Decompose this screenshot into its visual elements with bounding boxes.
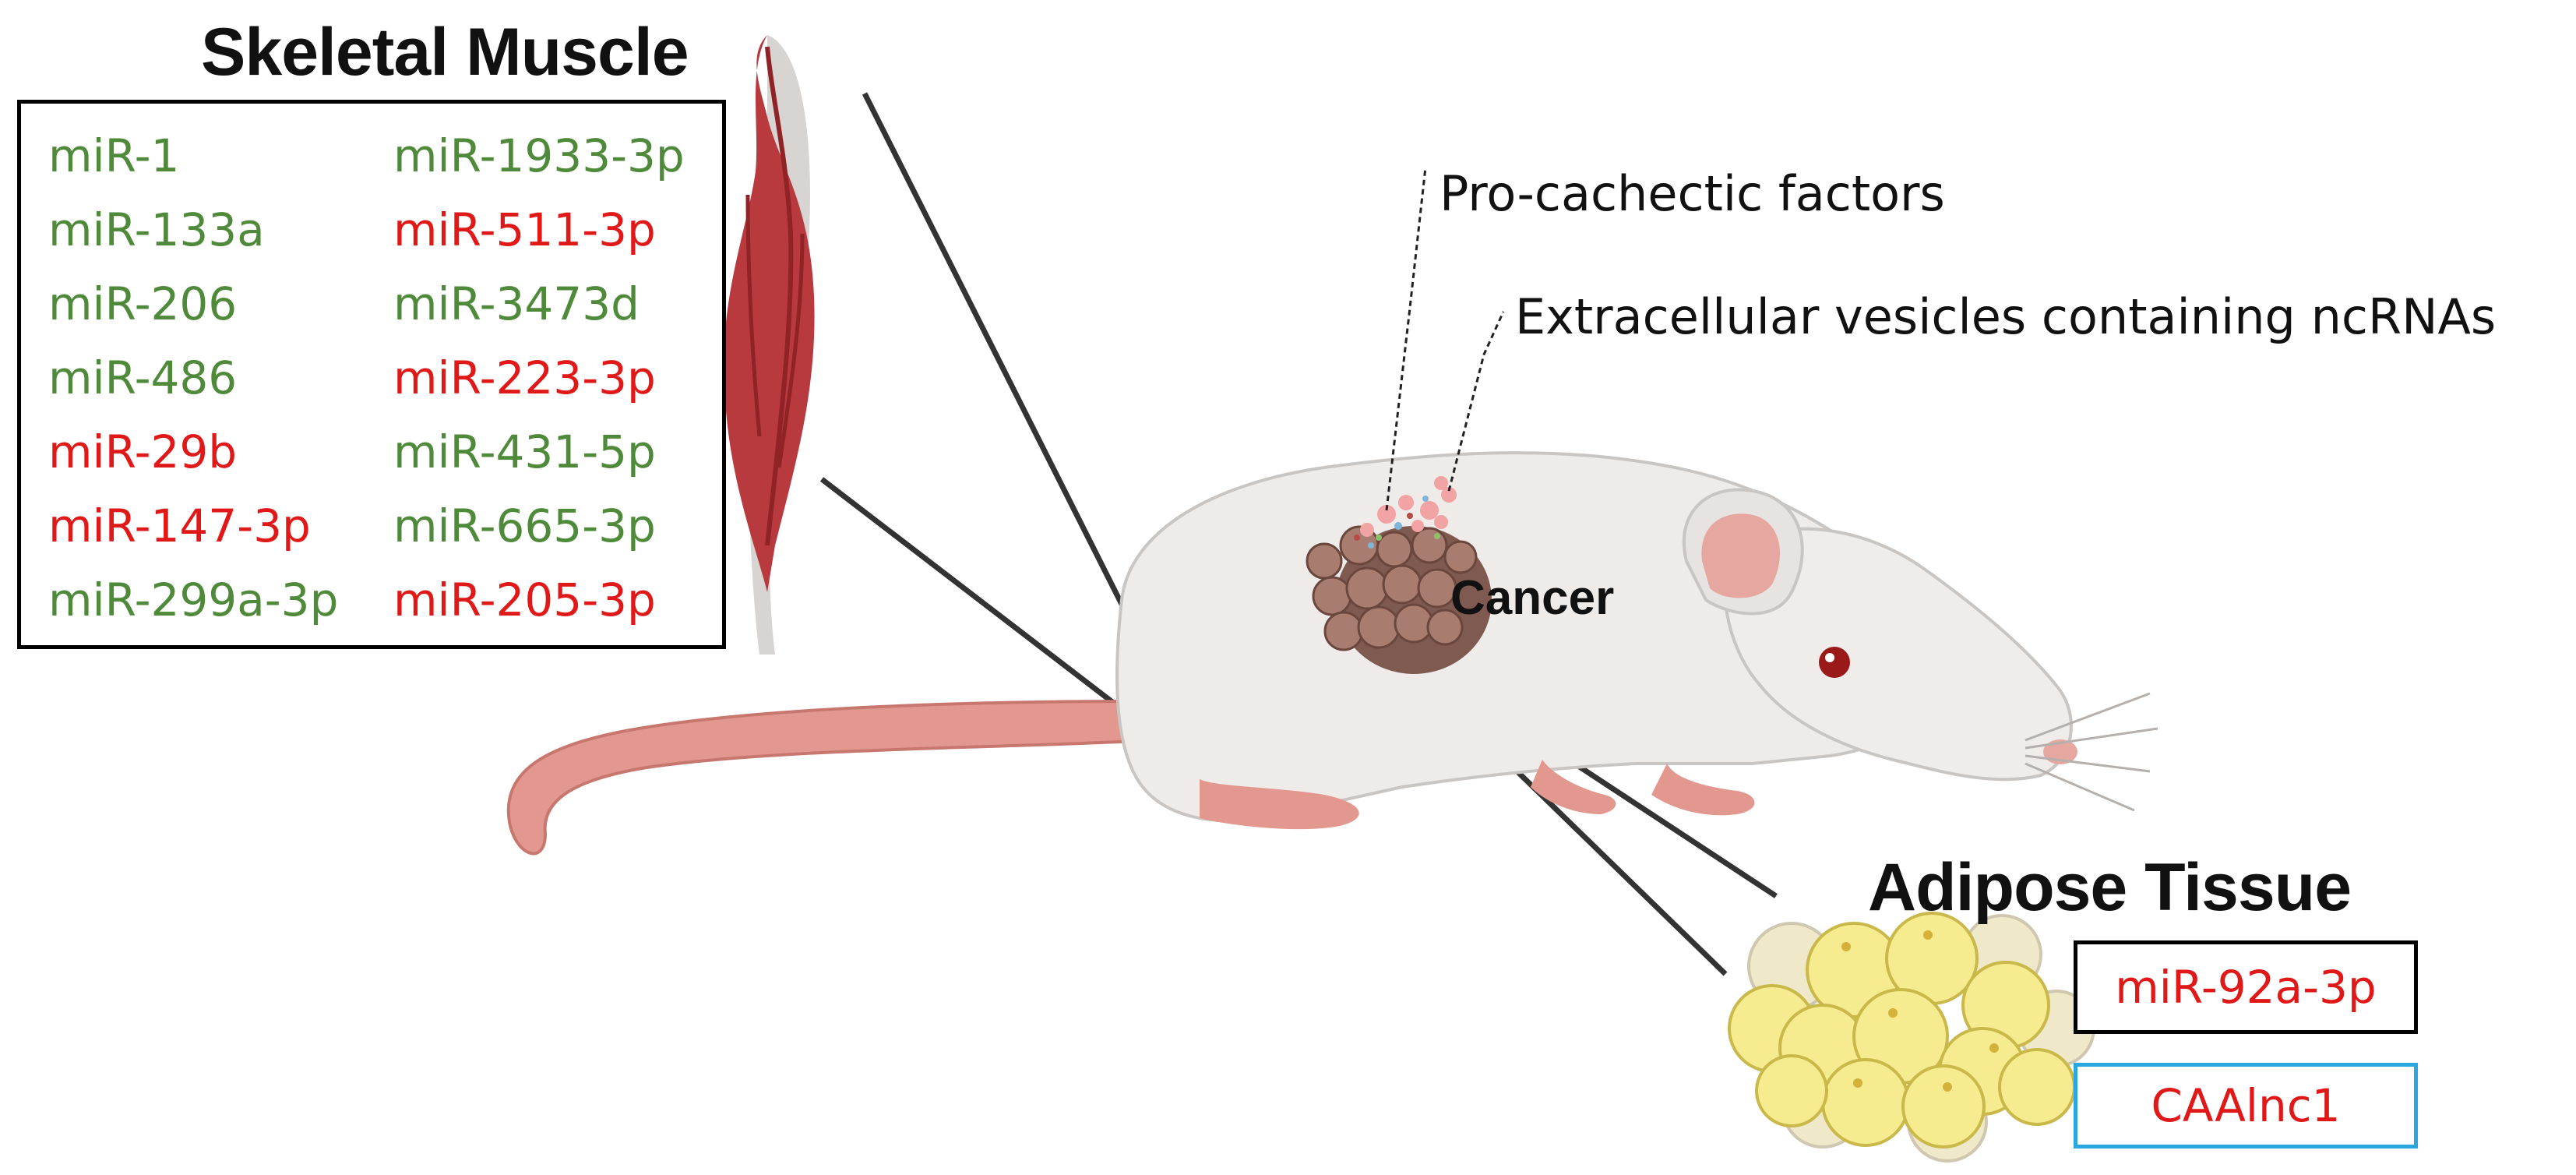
mirna-label: miR-665-3p: [393, 499, 656, 552]
muscle-mirna-column-2: miR-1933-3p miR-511-3p miR-3473d miR-223-3p…: [393, 119, 685, 637]
adipose-lncrna-box: CAAlnc1: [2074, 1063, 2418, 1149]
adipose-mirna-box: miR-92a-3p: [2074, 940, 2418, 1034]
adipose-lncrna-label: CAAlnc1: [2151, 1079, 2341, 1132]
mirna-label: miR-1933-3p: [393, 129, 685, 182]
tumor-icon: [1306, 476, 1492, 674]
skeletal-muscle-title: Skeletal Muscle: [201, 15, 689, 90]
muscle-mirna-box: miR-1 miR-133a miR-206 miR-486 miR-29b miR-14…: [17, 100, 726, 649]
mirna-label: miR-511-3p: [393, 203, 656, 256]
mirna-label: miR-3473d: [393, 277, 640, 330]
cancer-label: Cancer: [1450, 571, 1615, 625]
pro-cachectic-callout-line: [1385, 167, 1427, 511]
muscle-mirna-column-1: miR-1 miR-133a miR-206 miR-486 miR-29b miR-14…: [48, 119, 338, 637]
mirna-label: miR-206: [48, 277, 238, 330]
mirna-label: miR-486: [48, 351, 238, 404]
mirna-label: miR-29b: [48, 425, 238, 478]
mirna-label: miR-299a-3p: [48, 573, 339, 626]
adipose-cells-icon: [1728, 912, 2095, 1163]
vesicles-label: Extracellular vesicles containing ncRNAs: [1515, 288, 2497, 345]
muscle-connector-line-1: [862, 92, 1152, 660]
mirna-label: miR-133a: [48, 203, 265, 256]
adipose-mirna-label: miR-92a-3p: [2115, 961, 2377, 1014]
adipose-tissue-title: Adipose Tissue: [1868, 850, 2352, 925]
mirna-label: miR-223-3p: [393, 351, 656, 404]
vesicles-callout-line: [1447, 311, 1505, 492]
pro-cachectic-label: Pro-cachectic factors: [1440, 165, 1945, 222]
skeletal-muscle-icon: [724, 35, 815, 655]
mirna-label: miR-1: [48, 129, 180, 182]
mirna-label: miR-205-3p: [393, 573, 656, 626]
mirna-label: miR-147-3p: [48, 499, 311, 552]
mirna-label: miR-431-5p: [393, 425, 656, 478]
callout-lines: [1385, 167, 1505, 511]
